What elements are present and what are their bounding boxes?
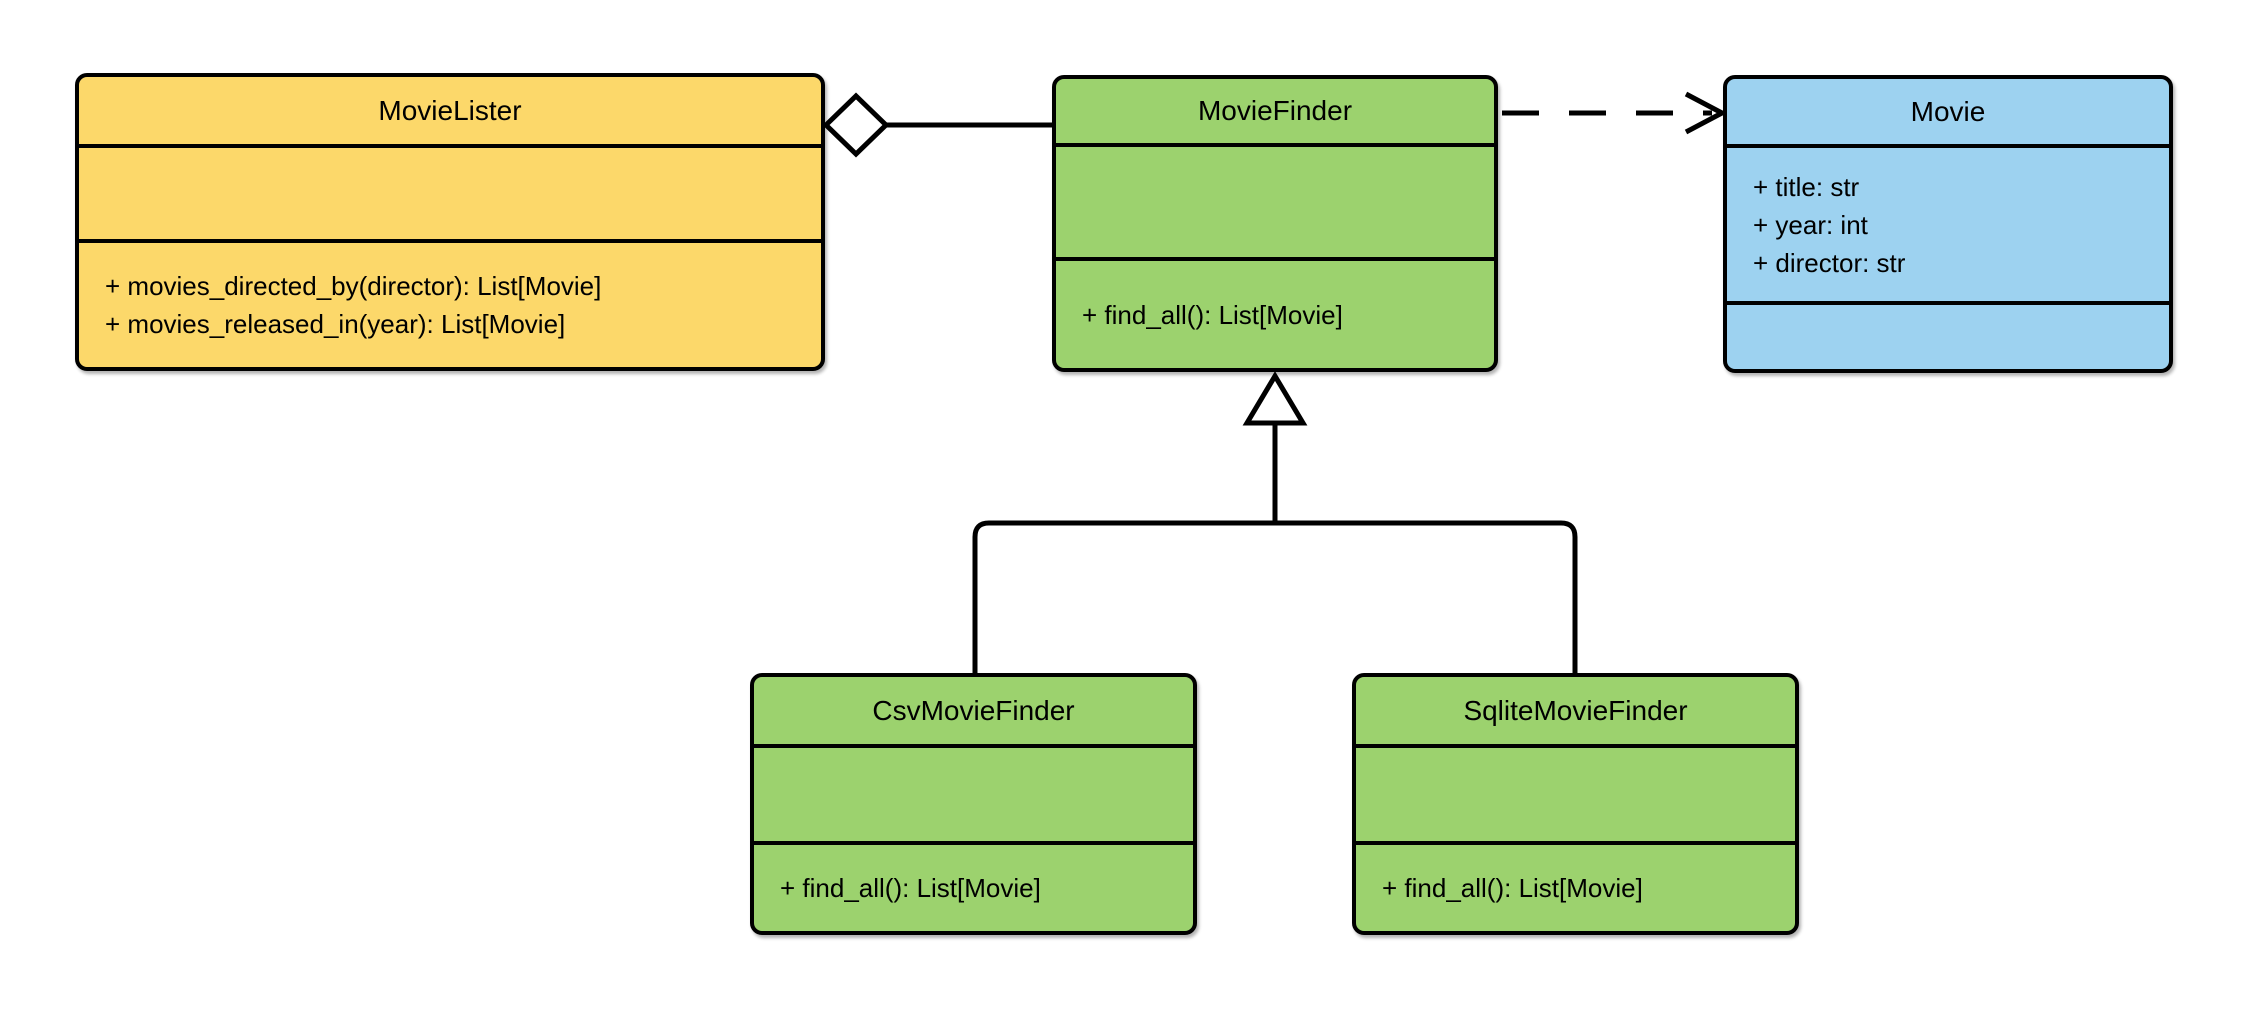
inheritance-connector-finders-moviefinder [972,371,1578,673]
class-name: SqliteMovieFinder [1356,677,1795,748]
inheritance-hollow-triangle-icon [1242,371,1308,426]
methods-section: + movies_directed_by(director): List[Mov… [79,243,821,367]
class-box-moviefinder: MovieFinder + find_all(): List[Movie] [1052,75,1498,372]
dependency-connector-moviefinder-movie [1502,91,1728,135]
method: + find_all(): List[Movie] [1082,299,1343,330]
attributes-section [754,748,1193,845]
attribute: + director: str [1753,247,1906,278]
methods-section: + find_all(): List[Movie] [754,845,1193,931]
class-box-sqlitemoviefinder: SqliteMovieFinder + find_all(): List[Mov… [1352,673,1799,935]
inheritance-fork-line [972,520,1578,673]
class-name: MovieLister [79,77,821,148]
class-name: Movie [1727,79,2169,148]
methods-section [1727,305,2169,369]
class-box-movie: Movie + title: str + year: int + directo… [1723,75,2173,373]
methods-section: + find_all(): List[Movie] [1056,261,1494,368]
class-name: MovieFinder [1056,79,1494,147]
attributes-section [1056,147,1494,261]
method: + movies_released_in(year): List[Movie] [105,309,566,339]
class-box-csvmoviefinder: CsvMovieFinder + find_all(): List[Movie] [750,673,1197,935]
dependency-open-arrowhead-icon [1684,91,1728,135]
method: + find_all(): List[Movie] [780,873,1041,903]
attributes-section: + title: str + year: int + director: str [1727,148,2169,305]
aggregation-diamond-icon [822,92,890,158]
class-box-movielister: MovieLister + movies_directed_by(directo… [75,73,825,371]
method: + movies_directed_by(director): List[Mov… [105,271,602,301]
attribute: + title: str [1753,171,1860,202]
method: + find_all(): List[Movie] [1382,873,1643,903]
aggregation-connector-movielister-moviefinder [822,92,1052,158]
attributes-section [1356,748,1795,845]
attributes-section [79,148,821,243]
attribute: + year: int [1753,209,1868,240]
methods-section: + find_all(): List[Movie] [1356,845,1795,931]
class-name: CsvMovieFinder [754,677,1193,748]
